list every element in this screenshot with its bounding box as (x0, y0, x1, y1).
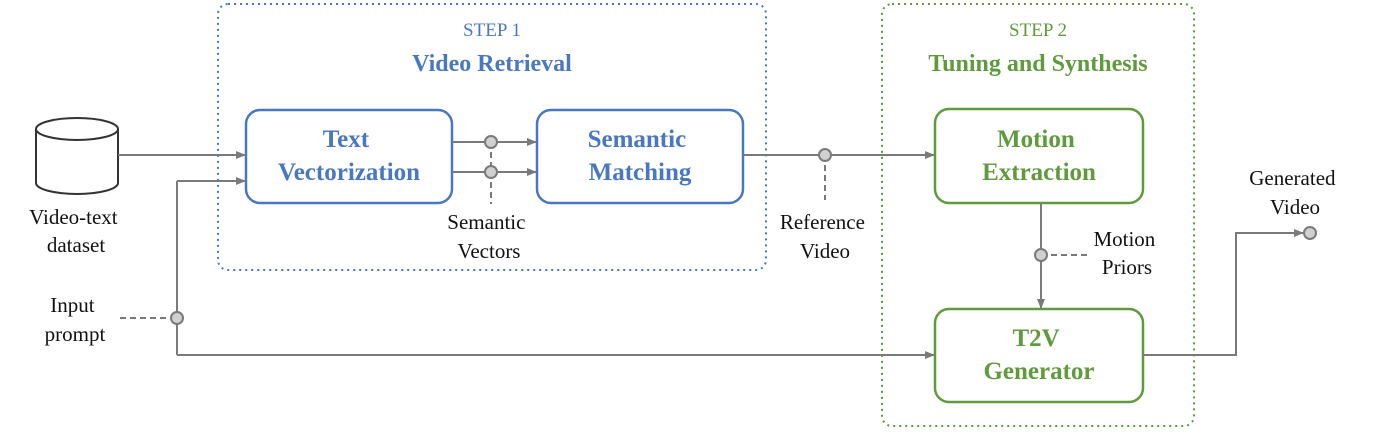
generated-video-label: Generated Video (1249, 166, 1341, 219)
node-vectors-bottom (484, 165, 498, 179)
database-icon (35, 117, 119, 195)
reference-video-label: Reference Video (780, 210, 870, 263)
svg-text:Semantic Matching: Semantic Matching (588, 126, 693, 186)
motion-extraction-box: Motion Extraction (933, 107, 1145, 205)
t2v-generator-box: T2V Generator (933, 307, 1145, 404)
node-vectors-top (484, 135, 498, 149)
node-input-prompt (170, 311, 184, 325)
dataset-label: Video-text dataset (29, 205, 123, 257)
svg-text:Text Vectorization: Text Vectorization (278, 126, 420, 186)
node-reference-video (818, 148, 832, 162)
node-generated-video (1303, 226, 1317, 240)
svg-text:Motion Extraction: Motion Extraction (982, 126, 1096, 186)
svg-text:T2V Generator: T2V Generator (983, 325, 1094, 385)
semantic-matching-box: Semantic Matching (535, 108, 745, 205)
step1-container (217, 3, 767, 271)
junction-nodes (170, 135, 1317, 325)
arrow-generator-to-output (1143, 229, 1304, 356)
step1-label: STEP 1 (463, 20, 521, 41)
step2-container (881, 3, 1195, 427)
input-prompt-label: Input prompt (45, 293, 106, 346)
text-vectorization-box: Text Vectorization (244, 108, 454, 205)
motion-priors-label: Motion Priors (1093, 227, 1160, 279)
step2-title: Tuning and Synthesis (928, 51, 1147, 77)
node-motion-priors (1034, 248, 1048, 262)
semantic-vectors-label: Semantic Vectors (447, 210, 530, 263)
step2-label: STEP 2 (1009, 20, 1067, 41)
step1-title: Video Retrieval (412, 51, 572, 77)
